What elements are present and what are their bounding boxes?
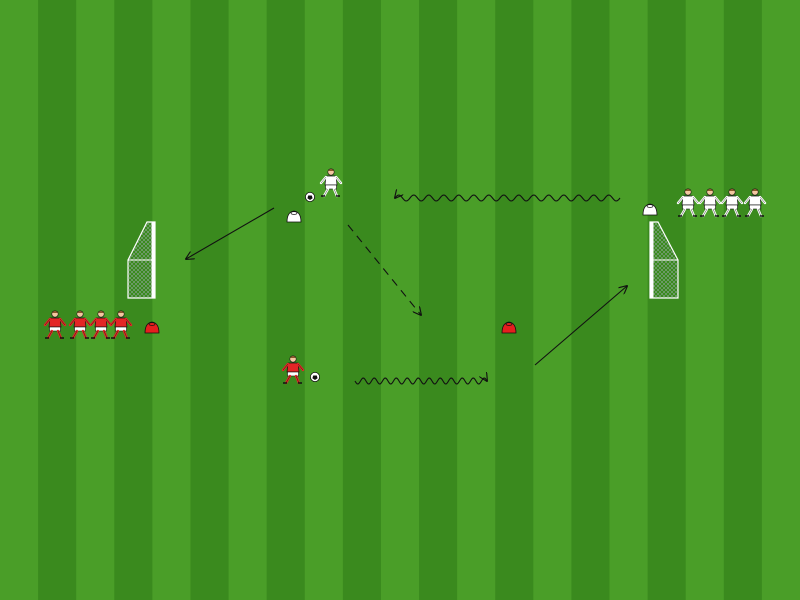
grass-stripe — [457, 0, 496, 600]
grass-stripe — [190, 0, 230, 600]
dribble-arrow-top — [395, 195, 621, 202]
goal-left — [127, 221, 156, 299]
run-arrow-dashed — [347, 224, 421, 315]
grass-stripe — [495, 0, 534, 600]
grass-stripe — [723, 0, 763, 600]
arrows — [186, 195, 627, 385]
grass-stripe — [761, 0, 800, 600]
grass-stripe — [228, 0, 268, 600]
grass-stripe — [38, 0, 77, 600]
pass-arrow-left — [186, 207, 275, 259]
pass-arrow-right — [534, 286, 627, 366]
grass-stripe — [571, 0, 611, 600]
grass-stripe — [533, 0, 572, 600]
grass-stripe — [342, 0, 382, 600]
grass-stripe — [647, 0, 687, 600]
grass-stripe — [266, 0, 306, 600]
grass-stripe — [419, 0, 458, 600]
grass-stripe — [114, 0, 153, 600]
ball-bottom — [309, 371, 321, 383]
ball-top — [304, 191, 316, 203]
grass-stripe — [304, 0, 344, 600]
grass-stripe — [0, 0, 39, 600]
grass-stripe — [609, 0, 649, 600]
grass-stripe — [152, 0, 191, 600]
grass-stripe — [685, 0, 725, 600]
dribble-arrow-bottom — [354, 378, 487, 385]
grass-stripe — [380, 0, 420, 600]
goal-right — [649, 221, 679, 299]
grass-stripe — [76, 0, 115, 600]
